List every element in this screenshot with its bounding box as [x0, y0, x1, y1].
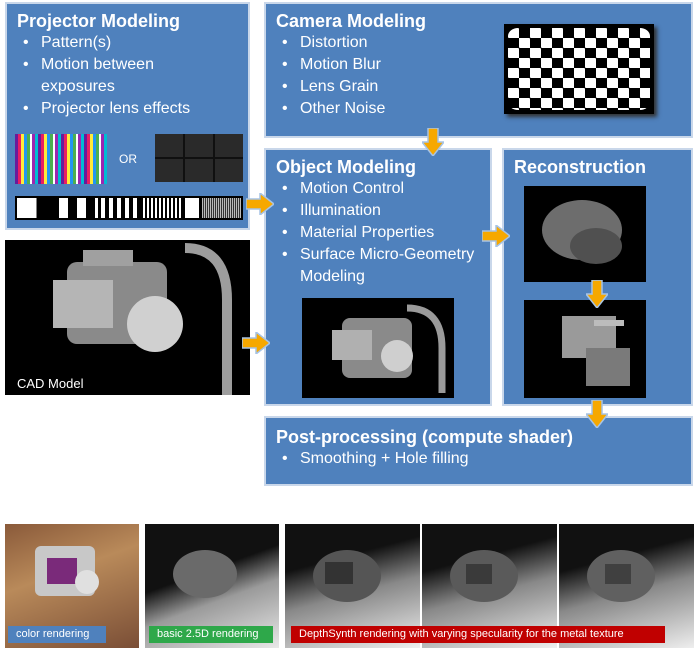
distorted-checkerboard: [504, 24, 654, 114]
projector-modeling-box: Projector Modeling Pattern(s) Motion bet…: [5, 2, 250, 230]
projector-modeling-title: Projector Modeling: [17, 11, 181, 31]
camera-modeling-list: Distortion Motion Blur Lens Grain Other …: [276, 32, 681, 120]
basic-rendering-caption: basic 2.5D rendering: [149, 626, 273, 643]
color-stripe-pattern: [15, 134, 107, 184]
object-item-material: Material Properties: [276, 222, 480, 244]
noisy-depth-map: [524, 186, 646, 282]
binary-stripe-patterns: [15, 196, 243, 220]
object-modeling-box: Object Modeling Motion Control Illuminat…: [264, 148, 492, 406]
cad-model-render: CAD Model: [5, 240, 250, 395]
dot-grid-pattern: [155, 134, 243, 182]
camera-item-other-noise: Other Noise: [276, 98, 681, 120]
cad-model-label: CAD Model: [17, 376, 84, 391]
post-processing-box: Post-processing (compute shader) Smoothi…: [264, 416, 693, 486]
projector-item-lens: Projector lens effects: [17, 98, 238, 120]
post-processing-list: Smoothing + Hole filling: [276, 448, 681, 470]
camera-item-distortion: Distortion: [276, 32, 681, 54]
or-label: OR: [119, 152, 137, 166]
reconstruction-box: Reconstruction: [502, 148, 693, 406]
arrow-right-icon: [246, 193, 274, 215]
arrow-right-icon: [482, 225, 510, 247]
projector-item-pattern: Pattern(s): [17, 32, 238, 54]
camera-item-lens-grain: Lens Grain: [276, 76, 681, 98]
object-engine-render: [302, 298, 454, 398]
post-item-smoothing: Smoothing + Hole filling: [276, 448, 681, 470]
arrow-down-icon: [586, 400, 608, 428]
camera-item-motion-blur: Motion Blur: [276, 54, 681, 76]
camera-modeling-box: Camera Modeling Distortion Motion Blur L…: [264, 2, 693, 138]
object-modeling-list: Motion Control Illumination Material Pro…: [276, 178, 480, 288]
projector-modeling-list: Pattern(s) Motion between exposures Proj…: [17, 32, 238, 120]
object-item-micro-geometry: Surface Micro-Geometry Modeling: [276, 244, 480, 288]
arrow-down-icon: [422, 128, 444, 156]
depthsynth-rendering-caption: DepthSynth rendering with varying specul…: [291, 626, 665, 643]
object-item-motion-control: Motion Control: [276, 178, 480, 200]
reconstructed-depth-map: [524, 300, 646, 398]
arrow-down-icon: [586, 280, 608, 308]
arrow-right-icon: [242, 332, 270, 354]
color-rendering-caption: color rendering: [8, 626, 106, 643]
object-item-illumination: Illumination: [276, 200, 480, 222]
reconstruction-title: Reconstruction: [514, 157, 647, 177]
projector-item-motion: Motion between exposures: [17, 54, 238, 98]
post-processing-title: Post-processing (compute shader): [276, 427, 574, 447]
camera-modeling-title: Camera Modeling: [276, 11, 427, 31]
object-modeling-title: Object Modeling: [276, 157, 417, 177]
